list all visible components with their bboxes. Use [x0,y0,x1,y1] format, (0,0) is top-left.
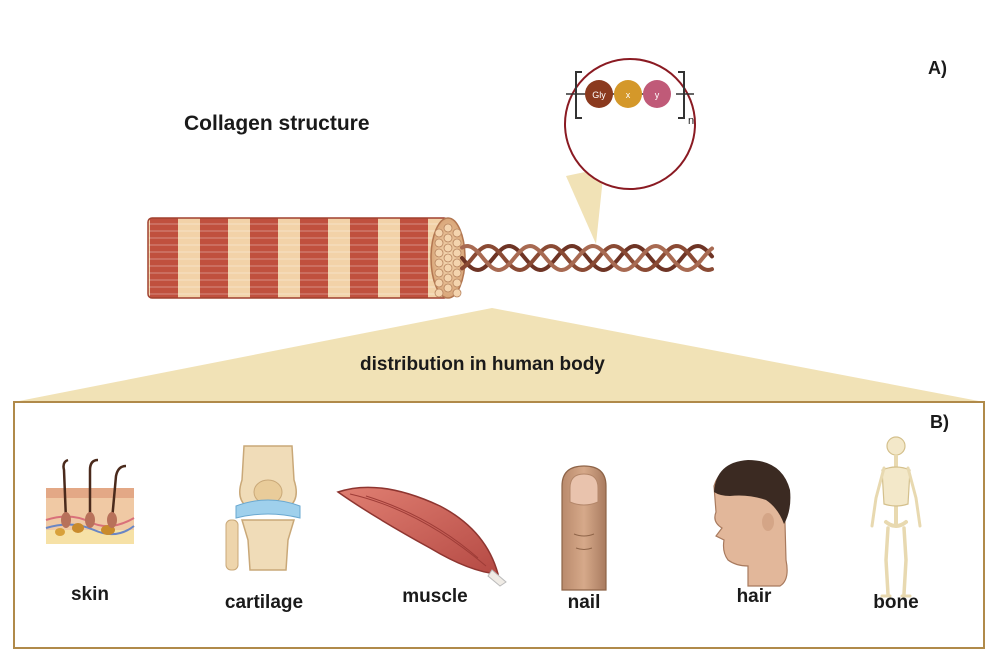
skin-icon [45,458,135,544]
triple-helix [460,243,714,273]
cartilage-icon [225,445,301,571]
tissue-label-cartilage: cartilage [224,592,304,613]
callout-pointer [566,168,604,244]
panel-b-label: B) [930,412,949,432]
panel-a-label: A) [928,58,947,78]
gly-residue [585,80,613,108]
x-text: x [626,90,631,100]
hair-icon [713,460,791,587]
y-residue [643,80,671,108]
tissue-label-hair: hair [736,586,772,607]
tripeptide-callout: Gly x y n [564,58,696,190]
tissue-label-skin: skin [70,584,110,605]
tissue-label-muscle: muscle [402,586,468,607]
collagen-fiber [147,217,466,299]
bone-icon [870,436,922,598]
gly-text: Gly [592,90,606,100]
tissue-label-nail: nail [567,592,601,613]
distribution-heading: distribution in human body [360,354,605,375]
nail-icon [561,465,607,591]
panel-b-frame [13,401,985,649]
muscle-icon [336,486,507,587]
x-residue [614,80,642,108]
tissue-label-bone: bone [873,592,919,613]
repeat-n: n [688,115,694,127]
panel-a-title: Collagen structure [184,112,370,135]
y-text: y [655,90,660,100]
